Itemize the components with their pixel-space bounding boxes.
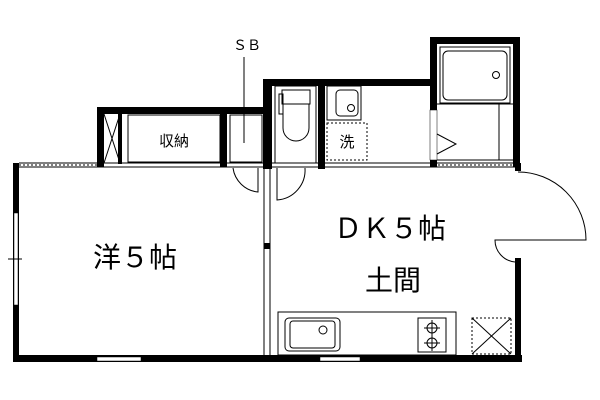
kitchen-counter bbox=[277, 311, 457, 356]
divider-wall bbox=[263, 167, 518, 355]
wash-basin-icon bbox=[326, 85, 362, 121]
dk-label: ＤＫ５帖 bbox=[334, 212, 446, 245]
sb-box bbox=[229, 114, 263, 163]
window-bottom-left bbox=[96, 356, 142, 362]
doma-label: 土間 bbox=[365, 264, 421, 297]
bathtub-icon bbox=[439, 46, 511, 104]
exterior-walls bbox=[13, 37, 522, 362]
washer-label: 洗 bbox=[339, 133, 354, 151]
washer-space bbox=[326, 122, 368, 161]
kitchen-sink-icon bbox=[284, 317, 341, 352]
stove-icon bbox=[417, 317, 447, 353]
toilet-icon bbox=[278, 89, 311, 142]
bath-door bbox=[436, 133, 458, 155]
window-bottom-right bbox=[319, 356, 361, 362]
sb-label: ＳＢ bbox=[233, 38, 261, 54]
fridge-space bbox=[471, 317, 512, 355]
entry-door bbox=[494, 171, 587, 263]
storage-label: 収納 bbox=[159, 132, 189, 150]
western-room-label: 洋５帖 bbox=[93, 241, 177, 274]
closet-x bbox=[103, 113, 122, 164]
toilet-door bbox=[276, 167, 306, 201]
storage-box bbox=[127, 114, 221, 163]
upper-partition bbox=[19, 162, 515, 168]
sb-door bbox=[232, 167, 259, 193]
